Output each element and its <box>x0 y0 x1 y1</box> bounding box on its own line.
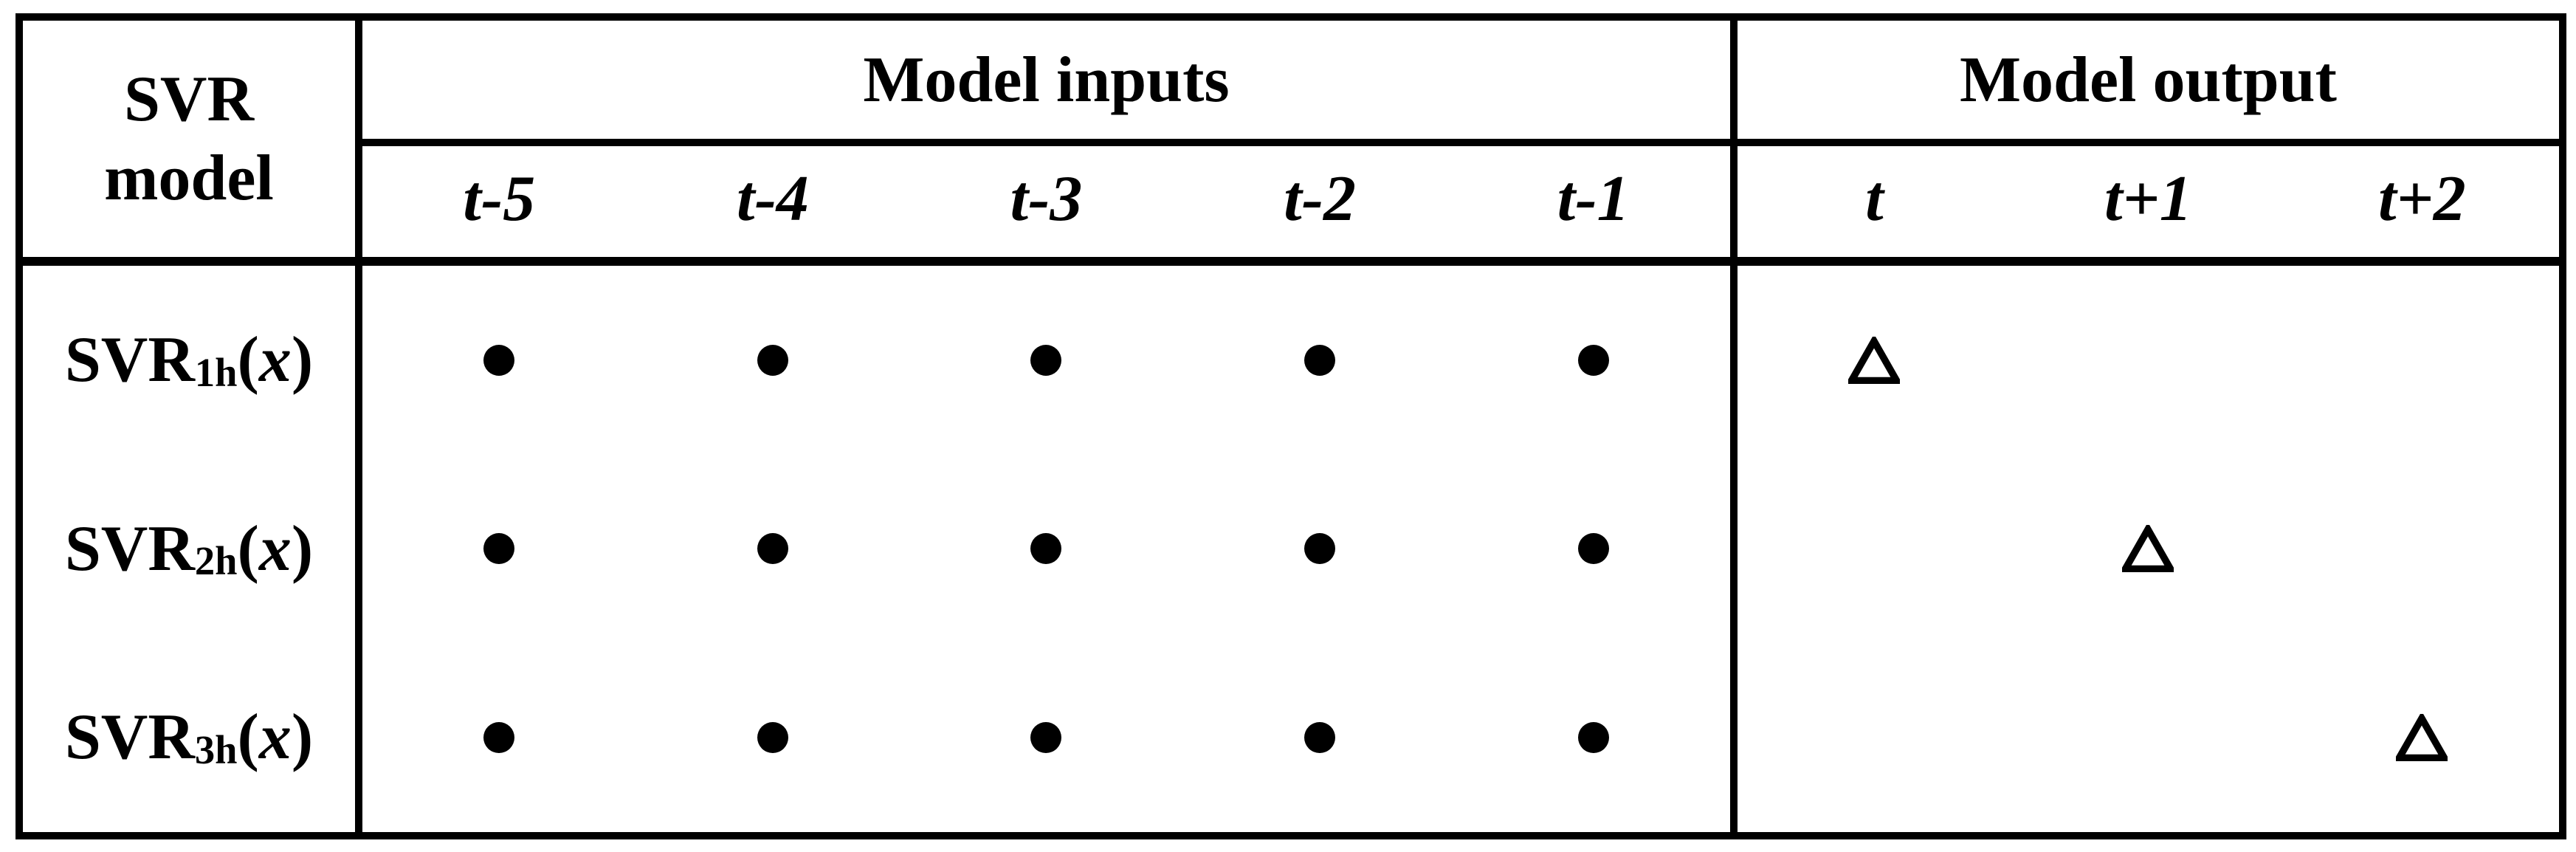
input-cell-r1c3 <box>909 266 1183 455</box>
model-name-subscript: 2h <box>194 538 238 584</box>
filled-circle-marker <box>757 344 788 376</box>
paren-open: ( <box>237 324 259 396</box>
input-cell-r1c5 <box>1456 266 1738 455</box>
filled-circle-marker <box>1030 721 1062 753</box>
input-cell-r3c4 <box>1182 643 1457 832</box>
output-cell-r2c2 <box>2011 454 2285 644</box>
subheader-tminus1: t-1 <box>1456 146 1738 266</box>
input-cell-r3c3 <box>909 643 1183 832</box>
output-cell-r3c3 <box>2284 643 2559 832</box>
model-name-base: SVR <box>64 701 195 774</box>
model-name-base: SVR <box>64 512 195 585</box>
filled-circle-marker <box>1030 344 1062 376</box>
input-cell-r2c2 <box>636 454 910 644</box>
paren-close: ) <box>291 324 314 396</box>
filled-circle-marker <box>757 533 788 565</box>
corner-header-line1: SVR <box>123 63 255 135</box>
input-cell-r3c1 <box>362 643 636 832</box>
input-cell-r2c5 <box>1456 454 1738 644</box>
subheader-tminus5: t-5 <box>362 146 636 266</box>
subheader-tplus2: t+2 <box>2284 146 2559 266</box>
subheader-tminus3: t-3 <box>909 146 1183 266</box>
output-cell-r3c2 <box>2011 643 2285 832</box>
paren-close: ) <box>291 512 314 585</box>
model-variable: x <box>258 324 292 396</box>
filled-circle-marker <box>483 721 515 753</box>
model-name-subscript: 1h <box>194 349 238 395</box>
filled-circle-marker <box>1304 344 1336 376</box>
input-cell-r3c5 <box>1456 643 1738 832</box>
corner-header-svr-model: SVR model <box>23 21 362 266</box>
filled-circle-marker <box>1030 533 1062 565</box>
paren-open: ( <box>237 701 259 774</box>
input-cell-r2c4 <box>1182 454 1457 644</box>
paren-close: ) <box>291 701 314 774</box>
group-header-model-output: Model output <box>1737 21 2559 146</box>
input-cell-r2c3 <box>909 454 1183 644</box>
open-triangle-marker <box>1848 336 1901 384</box>
model-variable: x <box>258 512 292 585</box>
filled-circle-marker <box>757 721 788 753</box>
filled-circle-marker <box>1577 533 1609 565</box>
input-cell-r3c2 <box>636 643 910 832</box>
subheader-tminus2: t-2 <box>1182 146 1457 266</box>
input-cell-r1c1 <box>362 266 636 455</box>
output-cell-r1c1 <box>1737 266 2011 455</box>
input-cell-r1c2 <box>636 266 910 455</box>
filled-circle-marker <box>1577 344 1609 376</box>
subheader-tminus4: t-4 <box>636 146 910 266</box>
filled-circle-marker <box>483 533 515 565</box>
input-cell-r1c4 <box>1182 266 1457 455</box>
open-triangle-marker <box>2396 713 2448 761</box>
filled-circle-marker <box>483 344 515 376</box>
output-cell-r3c1 <box>1737 643 2011 832</box>
paren-open: ( <box>237 512 259 585</box>
filled-circle-marker <box>1577 721 1609 753</box>
filled-circle-marker <box>1304 533 1336 565</box>
output-cell-r2c1 <box>1737 454 2011 644</box>
output-cell-r2c3 <box>2284 454 2559 644</box>
corner-header-line2: model <box>104 142 274 214</box>
output-cell-r1c2 <box>2011 266 2285 455</box>
model-name-base: SVR <box>64 324 195 396</box>
subheader-tplus1: t+1 <box>2011 146 2285 266</box>
input-cell-r2c1 <box>362 454 636 644</box>
model-name-subscript: 3h <box>194 726 238 772</box>
filled-circle-marker <box>1304 721 1336 753</box>
open-triangle-marker <box>2122 525 2174 573</box>
group-header-model-inputs: Model inputs <box>362 21 1738 146</box>
output-cell-r1c3 <box>2284 266 2559 455</box>
model-variable: x <box>258 701 292 774</box>
subheader-t: t <box>1737 146 2011 266</box>
